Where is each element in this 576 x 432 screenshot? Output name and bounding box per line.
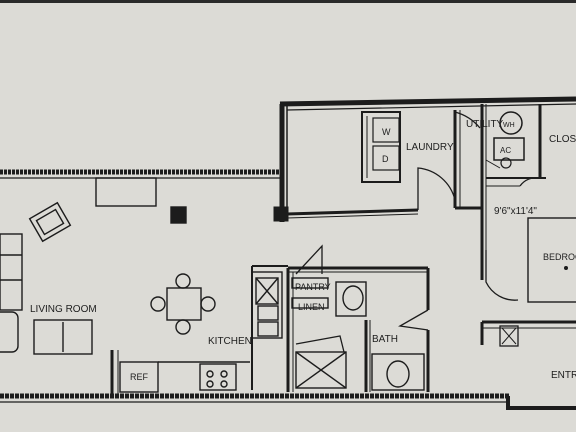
utility-room xyxy=(485,111,525,169)
washer-dryer-stack xyxy=(361,111,401,183)
dishwasher-icon xyxy=(255,277,279,305)
linen-shelf xyxy=(291,297,329,309)
armchair xyxy=(0,311,19,353)
laundry-room xyxy=(361,111,401,183)
floor-drain-icon xyxy=(500,157,512,169)
vanity-icon xyxy=(335,281,367,317)
counter xyxy=(251,271,283,339)
living-room-furniture xyxy=(0,177,187,355)
range-icon xyxy=(199,363,237,391)
sink-icon xyxy=(257,305,279,321)
sofa xyxy=(0,233,23,311)
entry-label: ENTRY xyxy=(551,370,576,381)
pantry-label: PANTRY xyxy=(295,282,331,292)
coffee-table xyxy=(33,319,93,355)
closet-label: CLOSE xyxy=(549,134,576,145)
room-labels: LIVING ROOM KITCHEN LAUNDRY UTILITY CLOS… xyxy=(30,119,576,382)
kitchen-fixtures xyxy=(119,271,283,393)
exterior-walls xyxy=(0,96,576,410)
post-icon xyxy=(170,206,187,224)
water-heater-label: WH xyxy=(503,122,515,129)
bath-label: BATH xyxy=(372,334,398,345)
laundry-label: LAUNDRY xyxy=(406,142,454,153)
dryer-label: D xyxy=(382,154,389,164)
bed xyxy=(527,217,576,303)
dryer-icon xyxy=(372,145,400,171)
dining-set xyxy=(150,273,216,335)
door-swings xyxy=(295,111,541,353)
chair-angled xyxy=(28,201,72,243)
top-edge xyxy=(0,0,576,3)
column-icon xyxy=(499,325,519,347)
bath-fixtures xyxy=(291,277,425,391)
utility-label: UTILITY xyxy=(466,119,504,130)
bedroom xyxy=(499,217,576,347)
ac-unit-icon xyxy=(493,137,525,161)
bedroom-label: BEDROO xyxy=(543,252,576,262)
living-room-label: LIVING ROOM xyxy=(30,304,97,315)
toilet-icon xyxy=(371,353,425,391)
shower-icon xyxy=(295,351,347,389)
ac-label: AC xyxy=(500,146,511,155)
pantry-shelf xyxy=(291,277,329,289)
water-heater-icon xyxy=(499,111,523,135)
linen-label: LINEN xyxy=(298,302,325,312)
kitchen-label: KITCHEN xyxy=(208,336,252,347)
washer-label: W xyxy=(382,127,391,137)
refrigerator-icon xyxy=(119,361,159,393)
tv-console xyxy=(95,177,157,207)
refrigerator-label: REF xyxy=(130,372,149,382)
washer-icon xyxy=(372,117,400,143)
bedroom-dimensions: 9'6"x11'4" xyxy=(494,206,537,217)
